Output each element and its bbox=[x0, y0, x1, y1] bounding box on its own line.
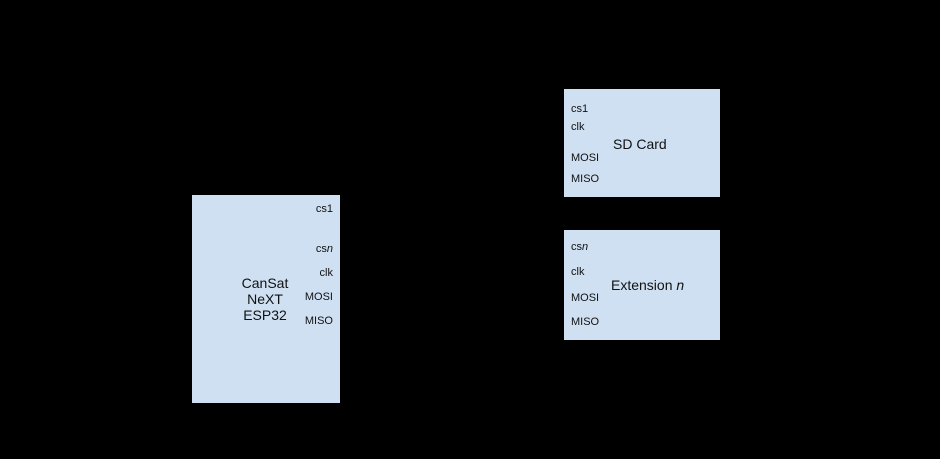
pin-cansat-clk[interactable]: clk bbox=[320, 267, 333, 279]
pin-sdcard-cs1-text: cs1 bbox=[571, 103, 589, 115]
node-sd-card[interactable] bbox=[564, 89, 720, 197]
pin-extension-mosi[interactable]: MOSI bbox=[571, 292, 599, 304]
pin-extension-mosi-text: MOSI bbox=[571, 292, 600, 304]
pin-extension-clk-text: clk bbox=[571, 266, 585, 278]
pin-extension-miso-text: MISO bbox=[571, 316, 600, 328]
pin-cansat-miso[interactable]: MISO bbox=[305, 315, 333, 327]
pin-sdcard-clk[interactable]: clk bbox=[571, 121, 584, 133]
pin-cansat-mosi[interactable]: MOSI bbox=[305, 291, 333, 303]
pin-extension-csn-text: cs bbox=[571, 241, 582, 253]
pin-sdcard-clk-text: clk bbox=[571, 121, 585, 133]
node-cansat-next-esp32[interactable] bbox=[192, 195, 340, 403]
pin-extension-csn-index: n bbox=[582, 241, 589, 253]
node-sd-card-title: SD Card bbox=[613, 136, 667, 152]
pin-extension-miso[interactable]: MISO bbox=[571, 316, 599, 328]
pin-cansat-csn-index: n bbox=[326, 243, 333, 255]
pin-cansat-cs1[interactable]: cs1 bbox=[316, 203, 333, 215]
pin-sdcard-mosi[interactable]: MOSI bbox=[571, 152, 599, 164]
pin-extension-csn[interactable]: csn bbox=[571, 241, 588, 253]
pin-cansat-miso-text: MISO bbox=[304, 315, 333, 327]
pin-sdcard-mosi-text: MOSI bbox=[571, 152, 600, 164]
pin-cansat-csn-text: cs bbox=[315, 243, 327, 255]
node-extension-title-text: Extension bbox=[611, 277, 677, 293]
pin-sdcard-miso-text: MISO bbox=[571, 173, 600, 185]
node-cansat-title-line-2: NeXT bbox=[247, 291, 283, 307]
pin-cansat-clk-text: clk bbox=[319, 267, 333, 279]
node-cansat-title: CanSat NeXT ESP32 bbox=[242, 275, 289, 323]
pin-sdcard-cs1[interactable]: cs1 bbox=[571, 103, 588, 115]
pin-extension-clk[interactable]: clk bbox=[571, 266, 584, 278]
node-extension-n[interactable] bbox=[564, 230, 720, 340]
pin-cansat-cs1-text: cs1 bbox=[315, 203, 333, 215]
pin-sdcard-miso[interactable]: MISO bbox=[571, 173, 599, 185]
node-sd-card-title-text: SD Card bbox=[613, 136, 667, 152]
node-cansat-title-line-3: ESP32 bbox=[243, 307, 287, 323]
node-extension-title: Extension n bbox=[611, 277, 684, 293]
pin-cansat-csn[interactable]: csn bbox=[316, 243, 333, 255]
node-extension-title-index: n bbox=[676, 277, 685, 293]
pin-cansat-mosi-text: MOSI bbox=[304, 291, 333, 303]
node-cansat-title-line-1: CanSat bbox=[241, 275, 289, 291]
